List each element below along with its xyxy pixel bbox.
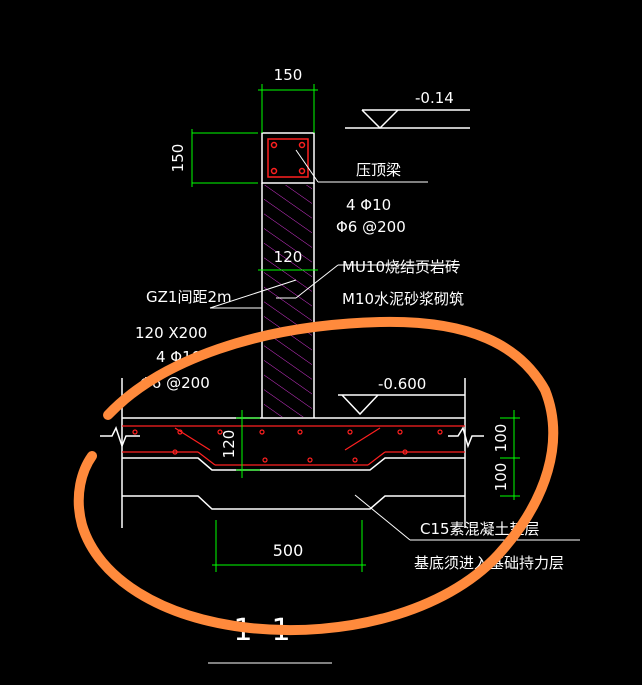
dimension-lines — [191, 84, 520, 572]
label-ring-beam: 压顶梁 — [356, 161, 401, 179]
label-gz-size: 120 X200 — [135, 324, 207, 342]
dim-footing-lower: 100 — [492, 463, 510, 492]
wall-hatch — [264, 185, 312, 417]
ring-beam-rebar — [267, 138, 309, 178]
label-ring-beam-main-bars: 4 Φ10 — [346, 196, 391, 214]
dim-beam-height: 150 — [169, 144, 187, 173]
elevation-top: -0.14 — [415, 89, 454, 107]
dim-footing-upper: 100 — [492, 424, 510, 453]
label-mortar: M10水泥砂浆砌筑 — [342, 290, 464, 308]
dim-cushion-width: 500 — [273, 541, 304, 560]
dim-column-width: 150 — [274, 66, 303, 84]
elevation-ground: -0.600 — [378, 375, 426, 393]
elevation-markers — [338, 109, 470, 416]
highlight-circle — [73, 316, 559, 636]
label-gz-spacing: GZ1间距2m — [146, 288, 232, 306]
label-brick: MU10烧结页岩砖 — [342, 258, 460, 276]
footing-rebar — [122, 425, 465, 466]
label-ring-beam-stirrups: Φ6 @200 — [336, 218, 406, 236]
dim-wall-thickness: 120 — [274, 248, 303, 266]
dim-footing-rebar-depth: 120 — [220, 430, 238, 459]
leader-lines — [208, 149, 580, 664]
brick-wall — [261, 132, 315, 418]
